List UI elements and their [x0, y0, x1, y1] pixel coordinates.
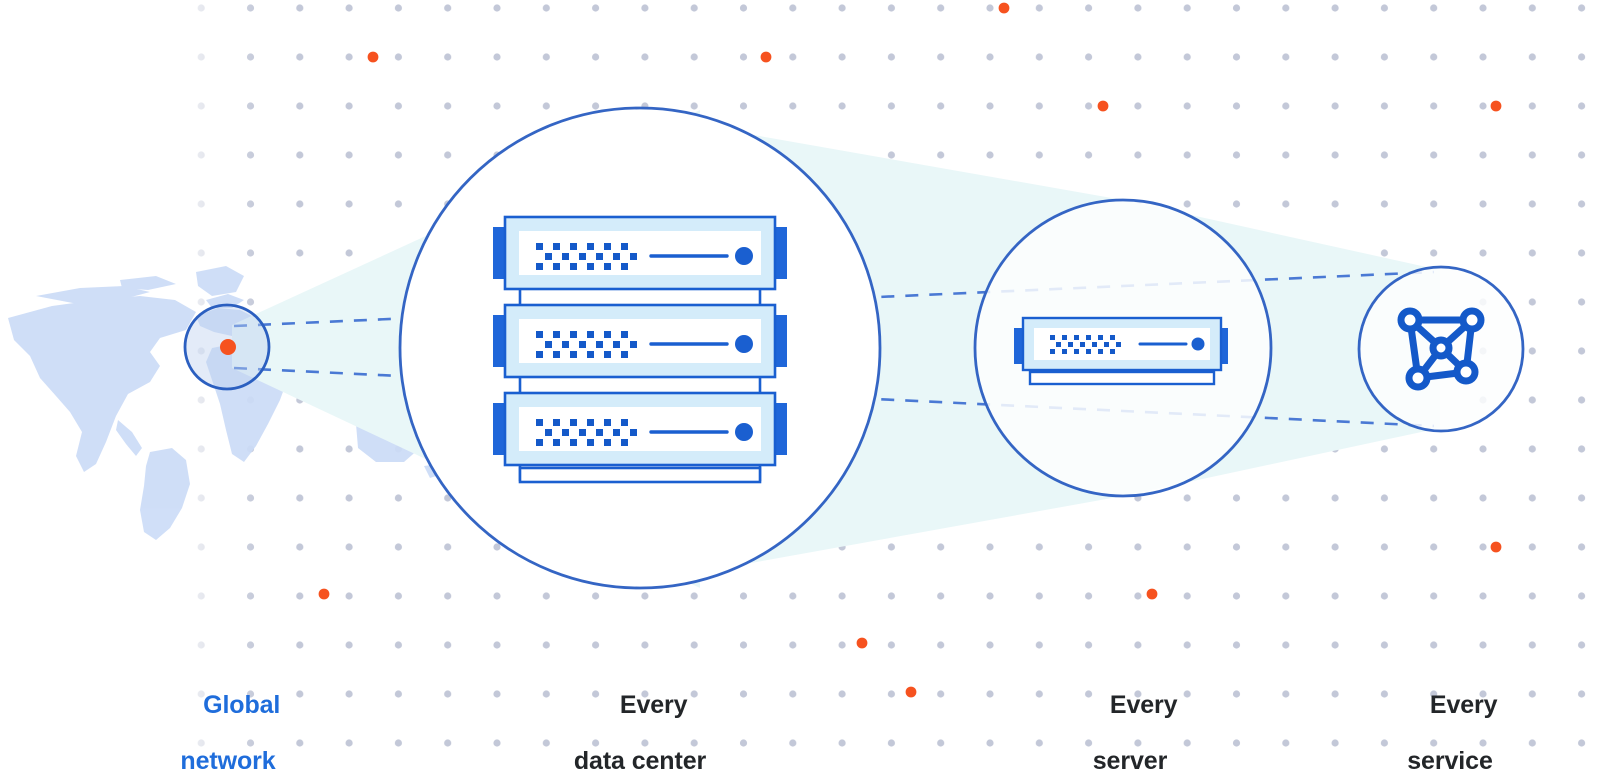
rack-chip-matrix-2 — [536, 331, 637, 358]
stage-label-line2: data center — [573, 747, 707, 775]
rack-unit-1 — [493, 215, 787, 291]
rack-chip-matrix-1 — [536, 243, 637, 270]
server-base-plate — [1028, 370, 1216, 386]
accent-dot — [1490, 100, 1502, 112]
stage-label-data-center: Every data center — [540, 668, 740, 782]
rack-base-plate — [518, 466, 762, 484]
status-led-1 — [735, 247, 753, 265]
stage-label-line2: service — [1407, 747, 1493, 775]
accent-dot — [760, 51, 772, 63]
status-led-2 — [735, 335, 753, 353]
stage-label-line1: Every — [619, 691, 688, 719]
accent-dot — [1490, 541, 1502, 553]
accent-dot — [905, 686, 917, 698]
network-node-circles — [1397, 307, 1485, 391]
accent-dot — [367, 51, 379, 63]
accent-dot — [1146, 588, 1158, 600]
map-location-marker — [220, 339, 236, 355]
accent-dot — [318, 588, 330, 600]
network-nodes-icon — [1397, 307, 1485, 391]
rack-unit-2 — [493, 303, 787, 379]
stage-label-line1: Every — [1109, 691, 1178, 719]
rack-chip-matrix-3 — [536, 419, 637, 446]
stage-label-service: Every service — [1350, 668, 1550, 782]
accent-dot — [998, 2, 1010, 14]
server-status-led — [1191, 337, 1205, 351]
single-server-icon — [1014, 316, 1228, 386]
status-led-3 — [735, 423, 753, 441]
stage-label-line2: server — [1092, 747, 1168, 775]
accent-dots — [318, 2, 1502, 698]
stage-label-line1: Every — [1429, 691, 1498, 719]
stage-label-server: Every server — [1030, 668, 1230, 782]
global-network-focus-circle — [183, 303, 271, 391]
stage-label-line2: network — [180, 747, 276, 775]
stage-label-global-network: Global network — [128, 668, 328, 782]
rack-unit-3 — [493, 391, 787, 467]
server-chip-matrix — [1050, 335, 1121, 354]
accent-dot — [856, 637, 868, 649]
stage-label-line1: Global — [203, 691, 281, 719]
server-rack-icon — [493, 215, 787, 484]
accent-dot — [1097, 100, 1109, 112]
